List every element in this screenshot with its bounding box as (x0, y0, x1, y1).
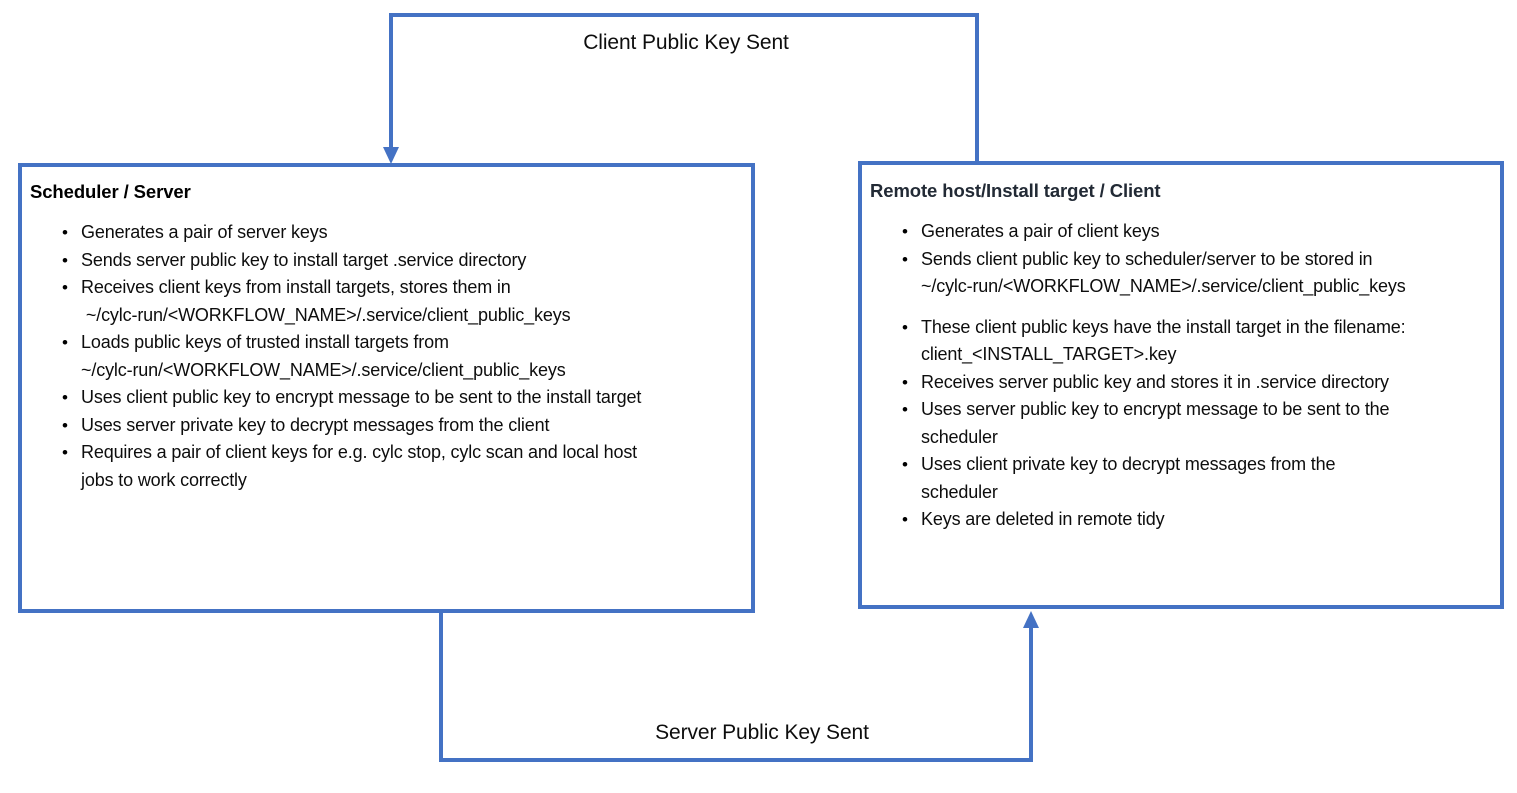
scheduler-server-bullet-list: Generates a pair of server keys Sends se… (30, 219, 741, 494)
bullet-item: Sends client public key to scheduler/ser… (902, 246, 1490, 301)
server-public-key-sent-label: Server Public Key Sent (655, 721, 869, 744)
bullet-item: Keys are deleted in remote tidy (902, 506, 1490, 534)
bullet-item: These client public keys have the instal… (902, 314, 1490, 369)
bullet-item: Uses server public key to encrypt messag… (902, 396, 1490, 451)
bullet-item: Sends server public key to install targe… (62, 247, 741, 275)
bullet-item: Loads public keys of trusted install tar… (62, 329, 741, 384)
bullet-item: Uses client private key to decrypt messa… (902, 451, 1490, 506)
arrowhead-down-icon (383, 147, 399, 164)
remote-client-bullet-list: Generates a pair of client keys Sends cl… (870, 218, 1490, 534)
bullet-item: Generates a pair of client keys (902, 218, 1490, 246)
bullet-item: Generates a pair of server keys (62, 219, 741, 247)
bullet-item: Receives server public key and stores it… (902, 369, 1490, 397)
scheduler-server-box: Scheduler / Server Generates a pair of s… (18, 163, 755, 613)
arrowhead-up-icon (1023, 611, 1039, 628)
scheduler-server-title: Scheduler / Server (30, 181, 191, 202)
remote-client-box: Remote host/Install target / Client Gene… (858, 161, 1504, 609)
remote-client-title: Remote host/Install target / Client (870, 180, 1161, 201)
client-public-key-sent-label: Client Public Key Sent (583, 31, 789, 54)
bullet-item: Receives client keys from install target… (62, 274, 741, 329)
bullet-item: Uses client public key to encrypt messag… (62, 384, 741, 412)
bullet-item: Uses server private key to decrypt messa… (62, 412, 741, 440)
bullet-item: Requires a pair of client keys for e.g. … (62, 439, 741, 494)
